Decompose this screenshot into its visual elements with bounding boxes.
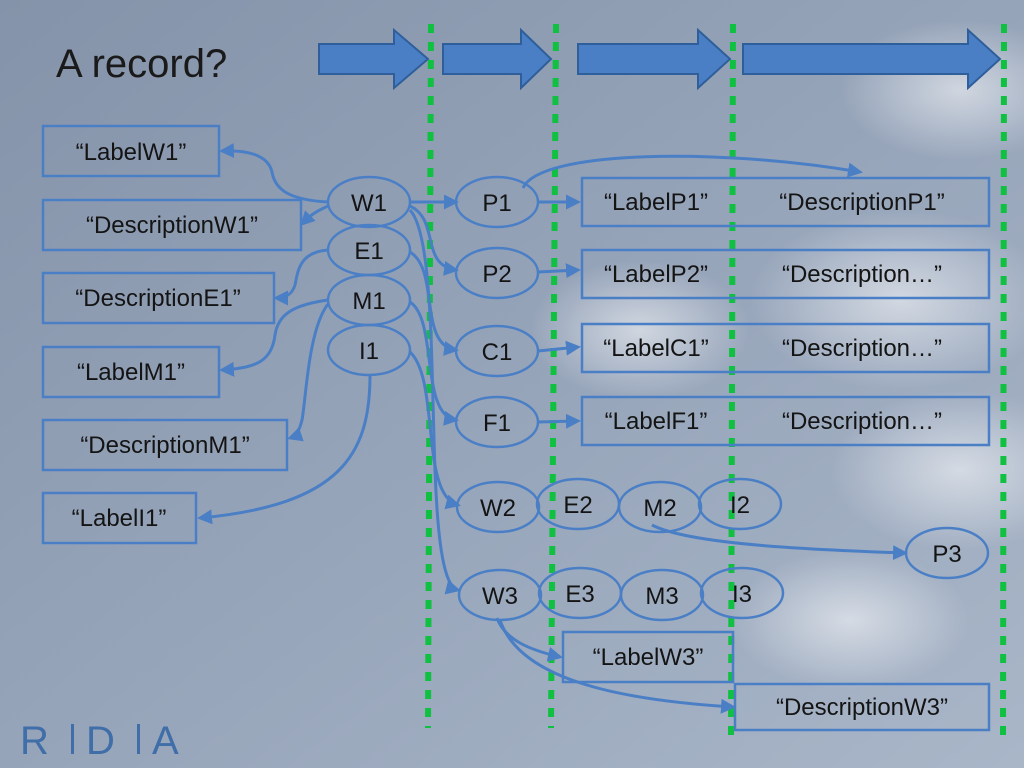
node-p1: P1 xyxy=(454,175,540,229)
node-label: E3 xyxy=(565,581,594,608)
node-m1: M1 xyxy=(326,273,412,327)
connector-w3-descriptionw3 xyxy=(498,619,736,714)
entity-nodes: W1 E1 M1 I1 P1 P2 C1 F1 xyxy=(326,175,990,622)
property-label: “LabelC1” xyxy=(603,335,708,362)
label-box-text: “DescriptionW3” xyxy=(776,694,948,721)
property-label: “LabelP1” xyxy=(604,189,708,216)
connector-e1-descriptione1 xyxy=(273,248,329,306)
node-label: W1 xyxy=(351,190,387,217)
label-box-text: “LabelW1” xyxy=(76,139,187,166)
label-box-text: “DescriptionE1” xyxy=(75,285,240,312)
divider-4 xyxy=(1000,23,1007,741)
connector-w1-w3 xyxy=(408,208,461,595)
slide-title: A record? xyxy=(56,42,227,86)
label-box-labelm1: “LabelM1” xyxy=(41,345,221,399)
connector-c1-labelc1 xyxy=(537,340,581,356)
node-m3: M3 xyxy=(619,568,705,622)
node-p3: P3 xyxy=(904,526,990,580)
property-label: “LabelP2” xyxy=(604,261,708,288)
node-label: F1 xyxy=(483,410,511,437)
node-label: M1 xyxy=(352,288,385,315)
logo-separator xyxy=(137,724,140,754)
connector-m1-f1 xyxy=(409,300,459,426)
label-boxes-left: “LabelW1” “DescriptionW1” “DescriptionE1… xyxy=(41,124,303,545)
label-box-text: “DescriptionW1” xyxy=(86,212,258,239)
connector-m1-descriptionm1 xyxy=(287,303,330,442)
node-label: E1 xyxy=(354,238,383,265)
property-label: “LabelF1” xyxy=(605,408,708,435)
logo-letter-d: D xyxy=(86,719,115,763)
node-label: P2 xyxy=(482,261,511,288)
node-label: P1 xyxy=(482,190,511,217)
logo-letter-a: A xyxy=(152,719,179,763)
node-label: W2 xyxy=(480,495,516,522)
rda-logo: R D A xyxy=(20,719,179,763)
logo-separator xyxy=(71,724,74,754)
node-label: E2 xyxy=(563,492,592,519)
connector-w1-labelw1 xyxy=(219,143,329,204)
label-box-descriptionm1: “DescriptionM1” xyxy=(41,418,289,472)
property-rows: “LabelP1” “DescriptionP1” “LabelP2” “Des… xyxy=(580,176,991,447)
node-w2: W2 xyxy=(455,480,541,534)
node-w3: W3 xyxy=(457,568,543,622)
property-description: “Description…” xyxy=(782,335,942,362)
divider-3 xyxy=(728,23,736,741)
node-label: P3 xyxy=(932,541,961,568)
property-description: “Description…” xyxy=(782,261,942,288)
node-p2: P2 xyxy=(454,246,540,300)
connector-i1-w2 xyxy=(408,350,461,510)
label-box-text: “DescriptionM1” xyxy=(80,432,249,459)
label-box-text: “LabelI1” xyxy=(72,505,167,532)
connector-p2-labelp2 xyxy=(537,263,581,279)
label-box-descriptionw3: “DescriptionW3” xyxy=(733,682,991,732)
node-c1: C1 xyxy=(454,324,540,378)
connector-m1-labelm1 xyxy=(219,298,329,377)
timeline-arrow-2 xyxy=(442,27,553,91)
connector-f1-labelf1 xyxy=(537,413,581,429)
connectors xyxy=(197,143,908,714)
timeline-arrows xyxy=(318,27,1002,91)
property-description: “DescriptionP1” xyxy=(779,189,944,216)
label-box-labelw1: “LabelW1” xyxy=(41,124,221,178)
connector-i1-labeli1 xyxy=(197,374,372,525)
node-m2: M2 xyxy=(617,480,703,534)
connector-p1-descriptionp1 xyxy=(521,154,863,189)
label-box-text: “LabelM1” xyxy=(77,359,185,386)
time-dividers xyxy=(425,23,1007,741)
node-w1: W1 xyxy=(326,175,412,229)
node-i1: I1 xyxy=(326,323,412,377)
timeline-arrow-3 xyxy=(577,27,732,91)
timeline-arrow-4 xyxy=(742,27,1002,91)
node-label: I3 xyxy=(732,581,752,608)
node-i3: I3 xyxy=(699,566,785,620)
property-row-c1: “LabelC1” “Description…” xyxy=(580,322,991,374)
node-label: I1 xyxy=(359,338,379,365)
label-box-descriptione1: “DescriptionE1” xyxy=(41,271,276,325)
label-box-text: “LabelW3” xyxy=(593,644,704,671)
label-box-descriptionw1: “DescriptionW1” xyxy=(41,198,303,252)
timeline-arrow-1 xyxy=(318,27,430,91)
node-i2: I2 xyxy=(697,477,783,531)
property-row-f1: “LabelF1” “Description…” xyxy=(580,395,991,447)
node-label: I2 xyxy=(730,492,750,519)
node-label: M3 xyxy=(645,583,678,610)
connector-w1-p2 xyxy=(409,204,459,276)
node-label: M2 xyxy=(643,495,676,522)
cloud-texture xyxy=(530,20,1024,690)
node-label: W3 xyxy=(482,583,518,610)
label-box-labeli1: “LabelI1” xyxy=(41,491,198,545)
node-label: C1 xyxy=(482,339,513,366)
property-row-p2: “LabelP2” “Description…” xyxy=(580,248,991,300)
logo-letter-r: R xyxy=(20,719,49,763)
connector-w1-descriptionw1 xyxy=(299,204,329,227)
node-f1: F1 xyxy=(454,395,540,449)
connector-w3-labelw3 xyxy=(495,617,563,662)
label-box-labelw3: “LabelW3” xyxy=(561,630,735,684)
property-row-p1: “LabelP1” “DescriptionP1” xyxy=(580,176,991,228)
property-description: “Description…” xyxy=(782,408,942,435)
